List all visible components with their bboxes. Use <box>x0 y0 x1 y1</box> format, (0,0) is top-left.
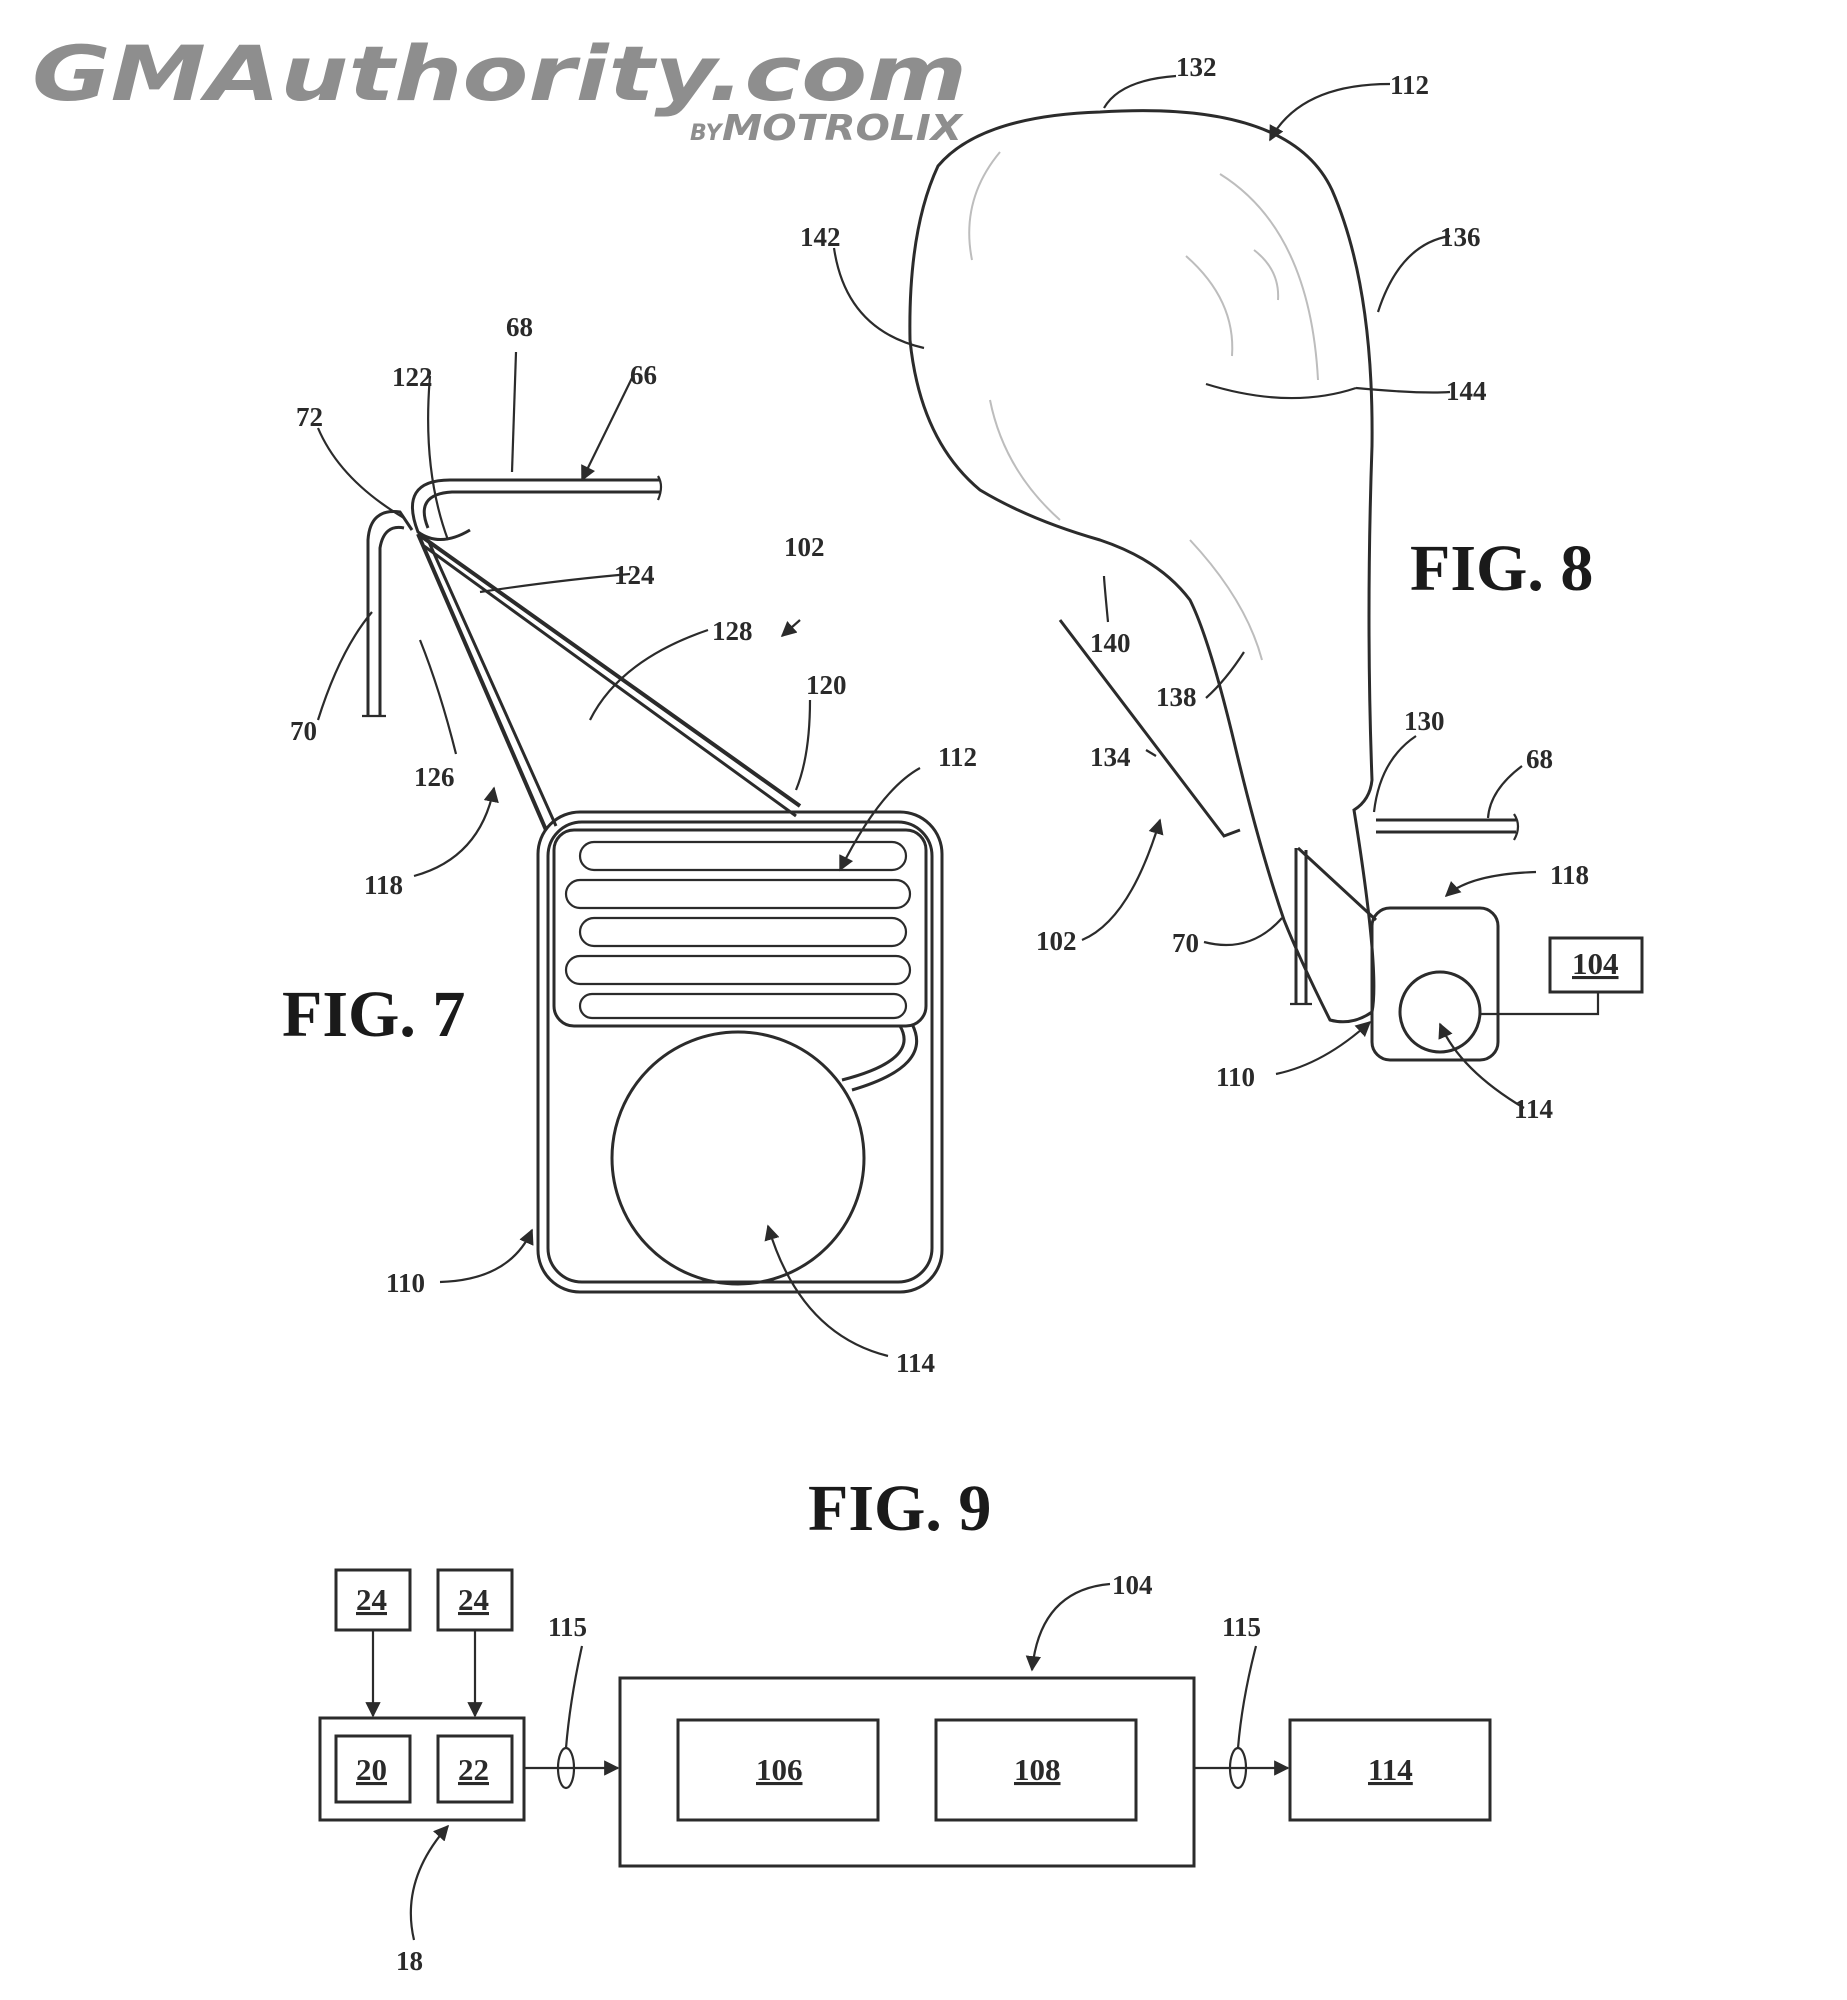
fig9-box-20 <box>334 1734 412 1804</box>
fig7-label-112: 112 <box>938 742 977 772</box>
fig8-windshield-line <box>1058 619 1241 838</box>
fig7-housing-outer <box>536 810 944 1294</box>
fig8-inner-fold <box>1205 382 1357 400</box>
fig8-label-110: 110 <box>1216 1062 1255 1092</box>
fig8-label-118: 118 <box>1550 860 1589 890</box>
fig7-label-110: 110 <box>386 1268 425 1298</box>
fig7-label-72: 72 <box>296 402 323 432</box>
fig8-module-104-label: 104 <box>1572 946 1619 981</box>
fig7-tether-126 <box>416 533 548 831</box>
fig9-box-108 <box>934 1718 1138 1822</box>
fig8-inflator <box>1398 970 1482 1054</box>
fig9-inflator-114-box <box>1288 1718 1492 1822</box>
fig7-tether-124 <box>416 532 802 808</box>
fig9-group-18-box <box>318 1716 526 1822</box>
fig9-label-115b: 115 <box>1222 1612 1261 1642</box>
fig7-label-70: 70 <box>290 716 317 746</box>
fig9-label-18: 18 <box>396 1946 423 1976</box>
fig8-label-112: 112 <box>1390 70 1429 100</box>
fig7-roof-rail <box>410 478 660 541</box>
fig8-label-102: 102 <box>1036 926 1077 956</box>
fig7-label-122: 122 <box>392 362 433 392</box>
fig9-label-106: 106 <box>756 1752 803 1787</box>
fig8-label-70: 70 <box>1172 928 1199 958</box>
fig9-label-104: 104 <box>1112 1570 1153 1600</box>
fig9-box-106 <box>676 1718 880 1822</box>
fig7-label-120: 120 <box>806 670 847 700</box>
fig8-label-136: 136 <box>1440 222 1481 252</box>
watermark-brand-text: MOTROLIX <box>722 108 965 149</box>
fig8-label-134: 134 <box>1090 742 1131 772</box>
fig9-label-20: 20 <box>356 1752 387 1787</box>
fig8-label-114: 114 <box>1514 1094 1553 1124</box>
fig7-label-66: 66 <box>630 360 657 390</box>
figure-7: 68 66 122 72 124 102 128 120 112 70 126 … <box>282 312 977 1378</box>
watermark-logo: GMAuthority.com BY MOTROLIX <box>32 29 967 149</box>
fig7-label-114: 114 <box>896 1348 935 1378</box>
fig8-module-104-box <box>1548 936 1644 994</box>
fig7-label-124: 124 <box>614 560 655 590</box>
watermark-by-text: BY <box>690 121 724 146</box>
fig8-label-130: 130 <box>1404 706 1445 736</box>
fig7-label-118: 118 <box>364 870 403 900</box>
fig7-label-126: 126 <box>414 762 455 792</box>
fig8-label-132: 132 <box>1176 52 1217 82</box>
fig8-housing <box>1370 906 1500 1062</box>
figure-9: FIG. 9 24 24 20 22 115 104 11 <box>318 1472 1492 1976</box>
fig9-label-24b: 24 <box>458 1582 489 1617</box>
fig8-label-144: 144 <box>1446 376 1487 406</box>
fig7-label-128: 128 <box>712 616 753 646</box>
fig7-inflator <box>610 1030 866 1286</box>
fig8-label-68: 68 <box>1526 744 1553 774</box>
fig7-folded-airbag <box>552 828 928 1092</box>
watermark-main-text: GMAuthority.com <box>32 29 967 118</box>
fig8-label-142: 142 <box>800 222 841 252</box>
fig8-deployed-airbag <box>908 109 1376 1024</box>
fig7-pillar <box>366 510 414 716</box>
fig9-title: FIG. 9 <box>808 1472 991 1545</box>
fig9-label-115a: 115 <box>548 1612 587 1642</box>
fig9-label-22: 22 <box>458 1752 489 1787</box>
fig9-box-22 <box>436 1734 514 1804</box>
fig8-title: FIG. 8 <box>1410 532 1593 605</box>
fig7-housing-inner <box>546 820 934 1284</box>
fig9-label-108: 108 <box>1014 1752 1061 1787</box>
fig9-controller-104-box <box>618 1676 1196 1868</box>
fig7-label-68: 68 <box>506 312 533 342</box>
fig9-label-114: 114 <box>1368 1752 1413 1787</box>
fig7-title: FIG. 7 <box>282 978 465 1051</box>
fig8-label-140: 140 <box>1090 628 1131 658</box>
fig9-label-24a: 24 <box>356 1582 387 1617</box>
fig7-label-102: 102 <box>784 532 825 562</box>
fig7-roof-rail-inner <box>422 490 660 529</box>
fig8-label-138: 138 <box>1156 682 1197 712</box>
figure-8: 132 112 142 136 144 FIG. 8 140 138 134 1… <box>800 52 1644 1124</box>
